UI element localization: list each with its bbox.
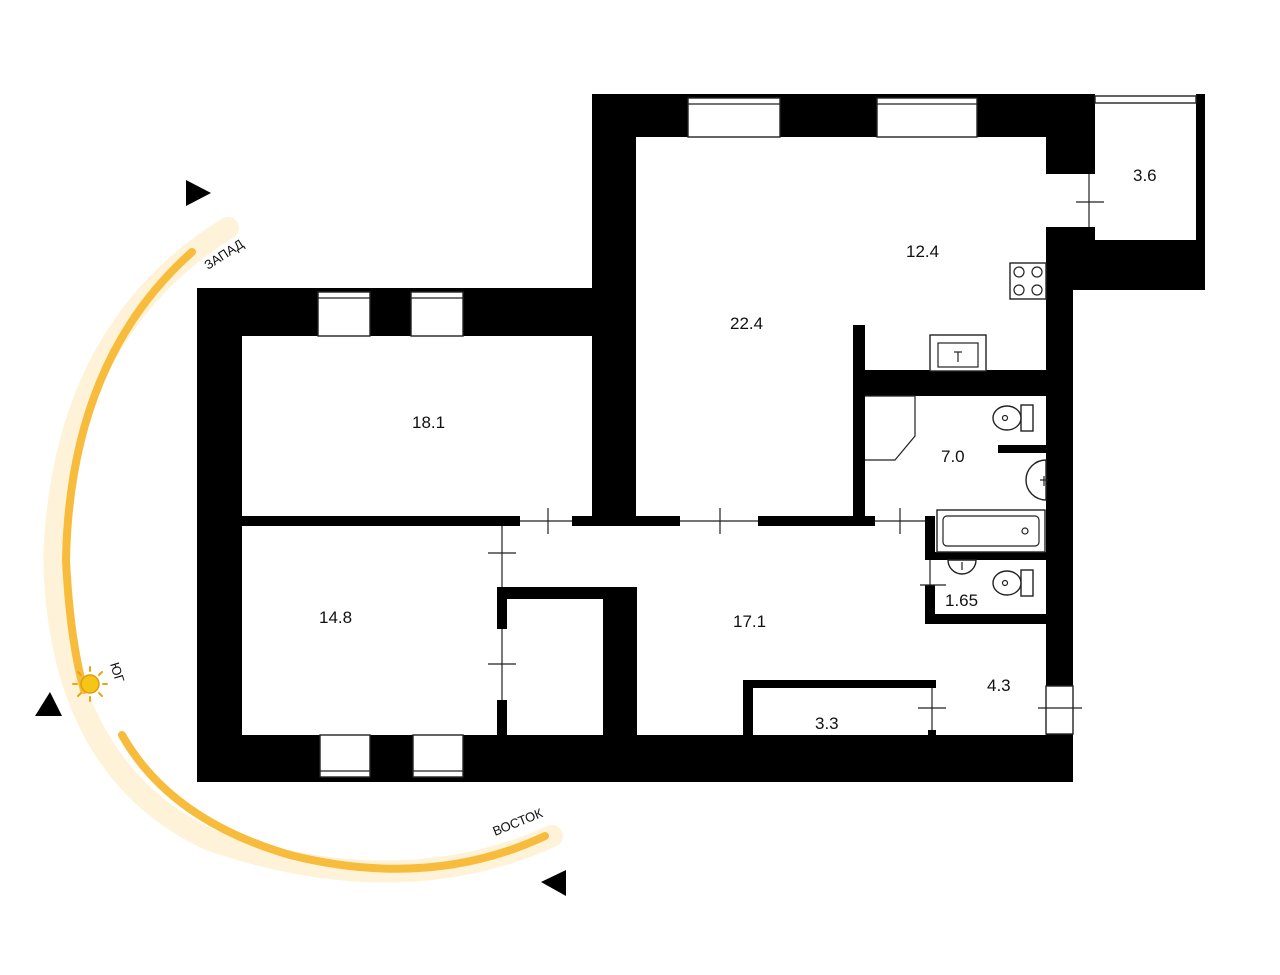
doors xyxy=(488,174,1104,730)
arrow-icon xyxy=(186,180,211,206)
sink-icon xyxy=(929,334,987,372)
room-area-7-0: 7.0 xyxy=(941,447,965,466)
toilet-icon xyxy=(992,569,1034,597)
room-labels: 22.4 12.4 3.6 18.1 7.0 14.8 17.1 1.65 4.… xyxy=(319,166,1157,733)
sink-icon xyxy=(1025,459,1048,501)
room-area-1-65: 1.65 xyxy=(945,591,978,610)
sun-icon xyxy=(72,666,108,702)
sun-path xyxy=(42,217,563,883)
arrow-icon xyxy=(35,692,62,716)
shower-corner-icon xyxy=(865,395,916,461)
walls xyxy=(197,94,1205,782)
windows xyxy=(317,95,1197,778)
room-area-4-3: 4.3 xyxy=(987,676,1011,695)
label-south: ЮГ xyxy=(107,660,127,684)
sink-icon xyxy=(947,559,977,575)
arrow-icon xyxy=(541,870,566,896)
room-area-14-8: 14.8 xyxy=(319,608,352,627)
stove-icon xyxy=(1009,262,1047,300)
room-area-3-6: 3.6 xyxy=(1133,166,1157,185)
room-area-22-4: 22.4 xyxy=(730,314,763,333)
room-area-12-4: 12.4 xyxy=(906,242,939,261)
room-area-18-1: 18.1 xyxy=(412,413,445,432)
toilet-icon xyxy=(992,404,1034,432)
room-area-3-3: 3.3 xyxy=(815,714,839,733)
bathtub-icon xyxy=(936,509,1046,553)
room-area-17-1: 17.1 xyxy=(733,612,766,631)
